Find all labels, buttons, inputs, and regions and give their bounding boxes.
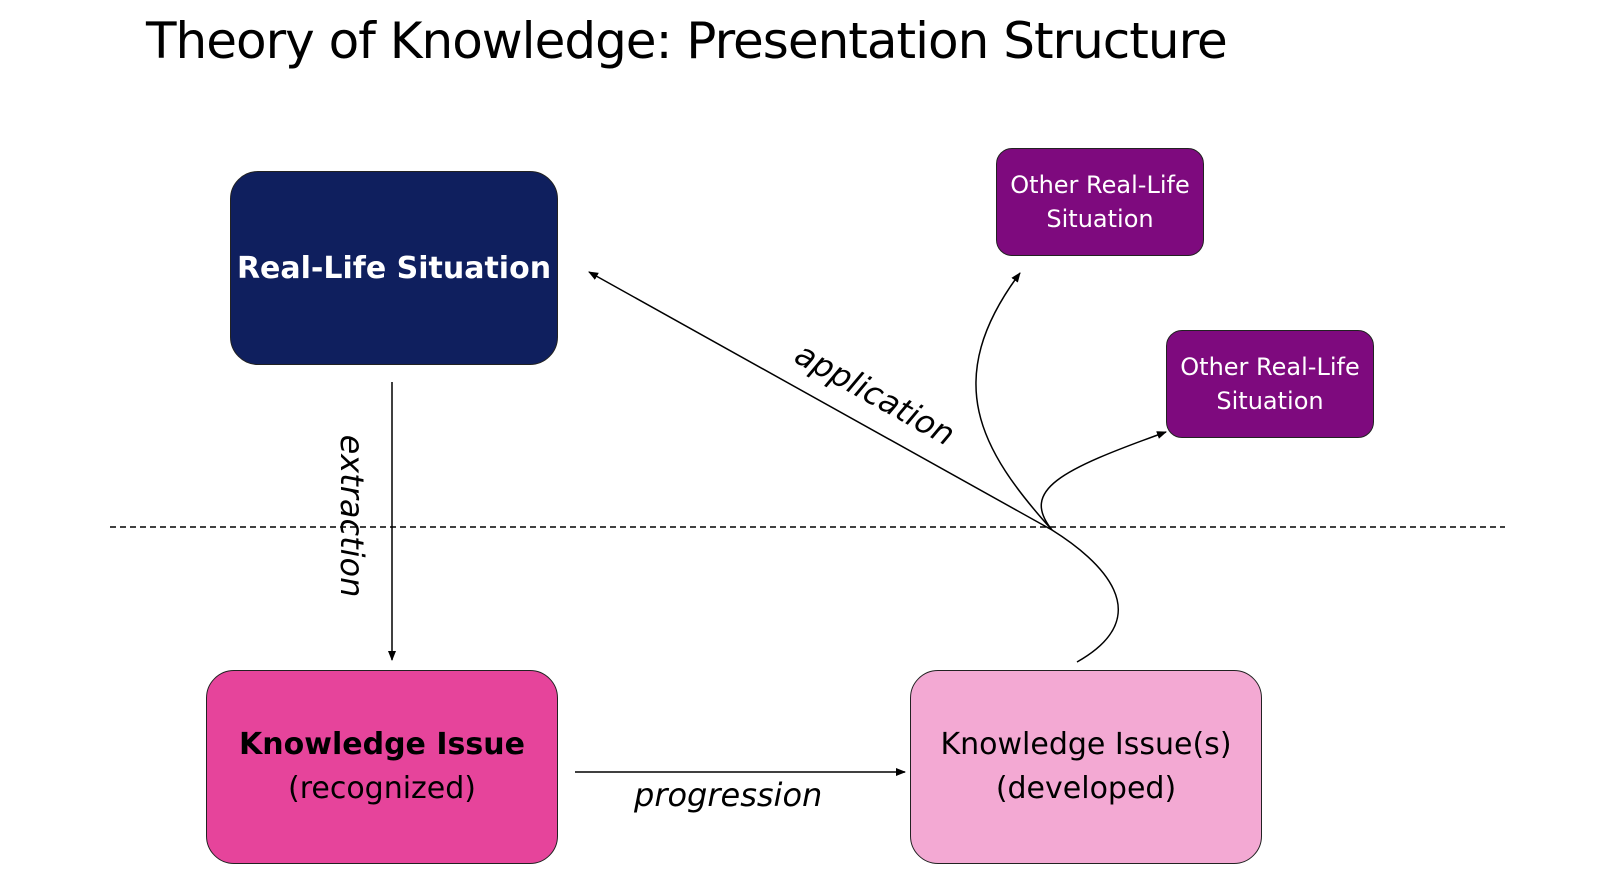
knowledge-issue-label: Knowledge Issue	[239, 727, 525, 762]
knowledge-issue-node: Knowledge Issue (recognized)	[206, 670, 558, 864]
knowledge-issues-developed-sublabel: (developed)	[995, 771, 1177, 806]
branch-to-other-situation-2	[1040, 431, 1167, 531]
other-situation-1-line2: Situation	[1046, 205, 1154, 233]
other-situation-node-2: Other Real-Life Situation	[1166, 330, 1374, 438]
application-arrow	[588, 271, 1053, 531]
extraction-label: extraction	[333, 434, 371, 598]
other-situation-2-line2: Situation	[1216, 387, 1324, 415]
branch-to-other-situation-1	[975, 272, 1053, 531]
other-situation-1-line1: Other Real-Life	[1010, 171, 1190, 199]
application-curve	[1051, 529, 1119, 663]
real-life-situation-node: Real-Life Situation	[230, 171, 558, 365]
other-situation-node-1: Other Real-Life Situation	[996, 148, 1204, 256]
knowledge-issues-developed-label: Knowledge Issue(s)	[940, 727, 1232, 762]
page-title: Theory of Knowledge: Presentation Struct…	[146, 12, 1228, 70]
knowledge-issue-sublabel: (recognized)	[287, 771, 477, 806]
other-situation-2-line1: Other Real-Life	[1180, 353, 1360, 381]
real-life-situation-label: Real-Life Situation	[236, 250, 552, 286]
knowledge-issues-developed-node: Knowledge Issue(s) (developed)	[910, 670, 1262, 864]
progression-label: progression	[634, 776, 823, 814]
